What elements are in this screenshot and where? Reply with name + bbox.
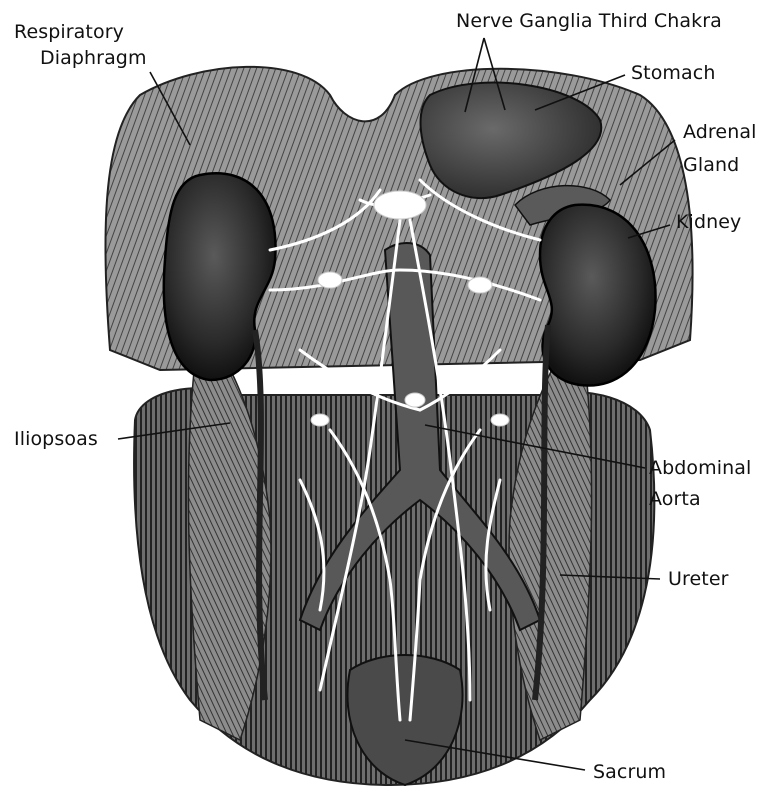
label-iliopsoas: Iliopsoas <box>14 426 98 452</box>
label-gland: Gland <box>683 152 739 178</box>
label-ureter: Ureter <box>668 566 729 592</box>
label-kidney: Kidney <box>676 209 741 235</box>
label-adrenal: Adrenal <box>683 119 756 145</box>
label-respiratory: Respiratory <box>14 19 124 45</box>
label-aorta: Aorta <box>649 486 701 512</box>
label-abdominal: Abdominal <box>649 455 751 481</box>
label-diaphragm: Diaphragm <box>40 45 147 71</box>
label-sacrum: Sacrum <box>593 759 666 785</box>
label-nerve-ganglia: Nerve Ganglia Third Chakra <box>456 8 722 34</box>
label-stomach: Stomach <box>631 60 715 86</box>
